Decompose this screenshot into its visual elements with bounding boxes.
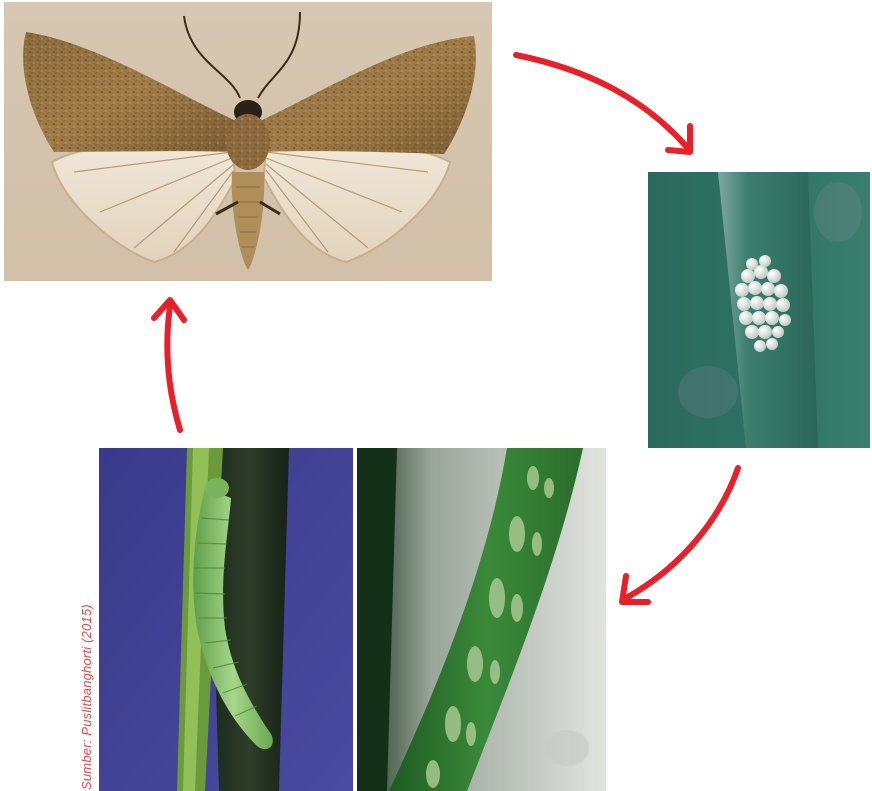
arrow-larva-to-moth	[154, 300, 184, 430]
arrow-eggs-to-larva	[622, 468, 738, 602]
arrow-moth-to-eggs	[516, 55, 690, 152]
source-credit: Sumber: Puslitbanghorti (2015)	[79, 604, 94, 790]
